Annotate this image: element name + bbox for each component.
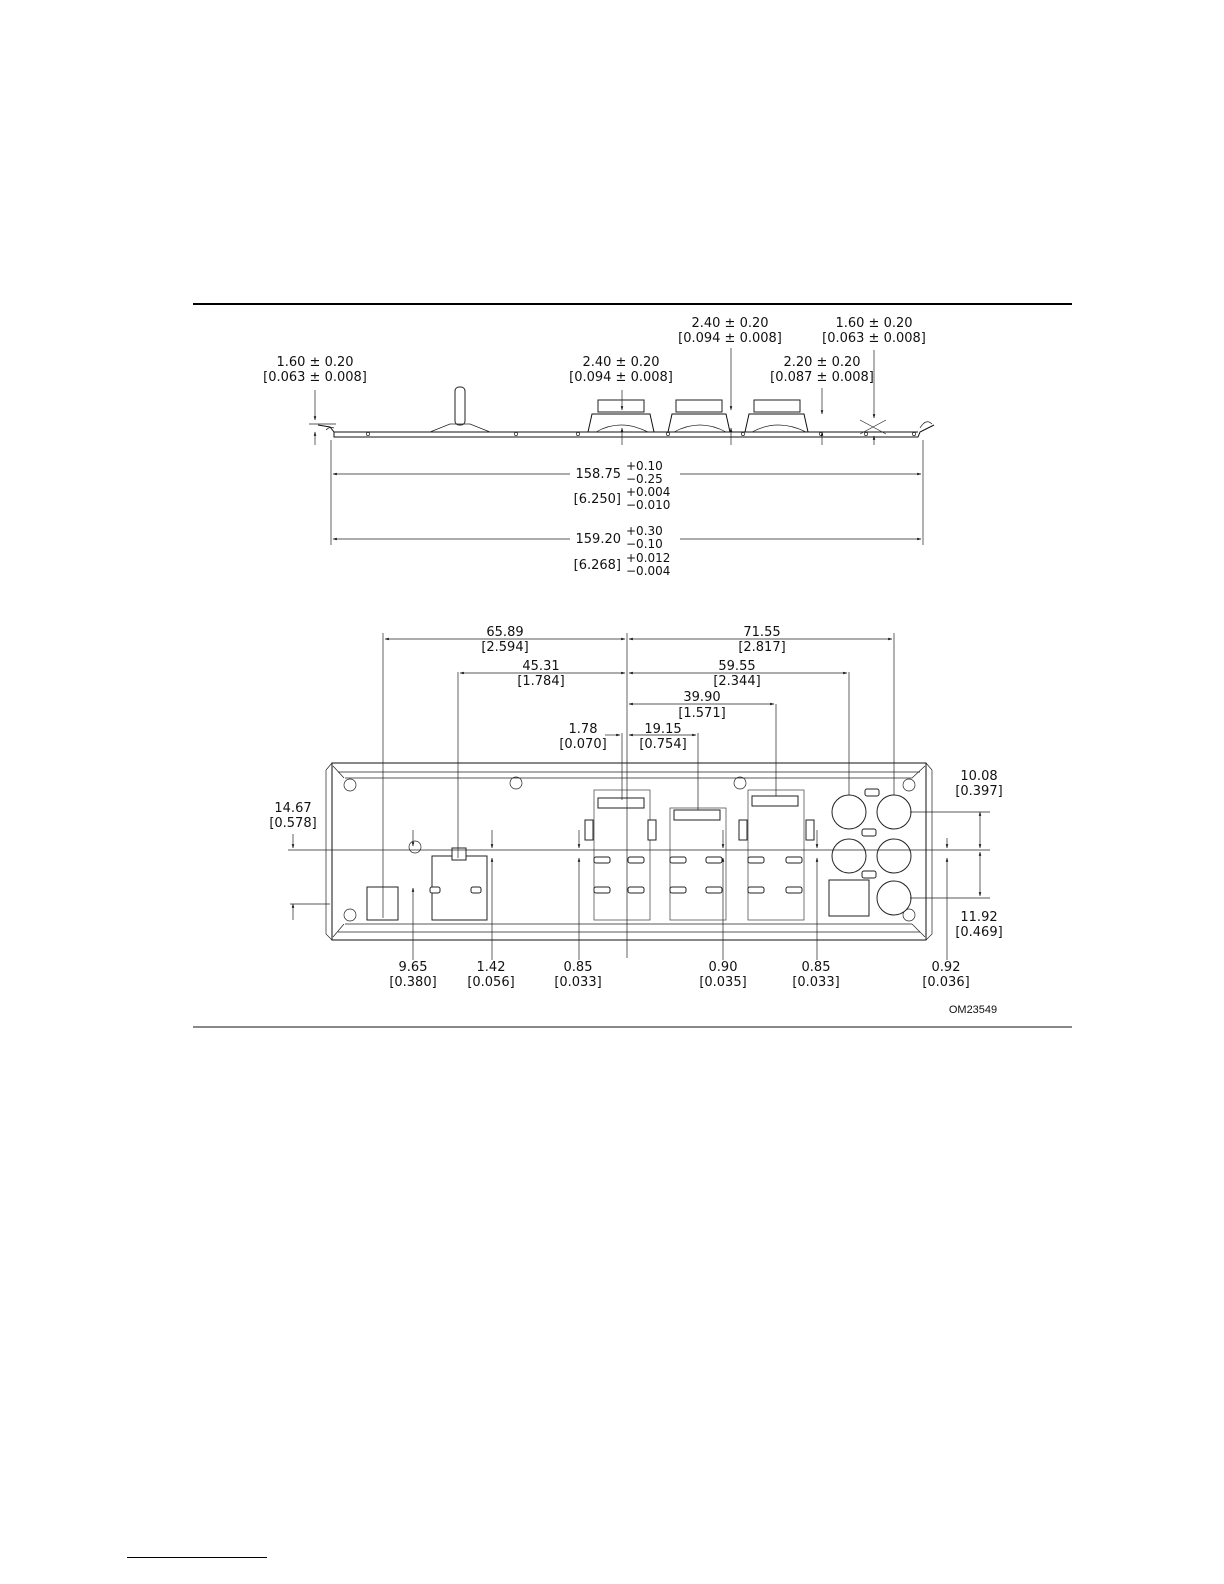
d-0-92-inch: [0.036] bbox=[922, 975, 969, 990]
front-view: 65.89 [2.594] 71.55 [2.817] 45.31 [1.784… bbox=[269, 625, 1002, 1016]
ps2-cutout bbox=[366, 886, 399, 921]
width-1-inch-tol-minus: −0.010 bbox=[626, 498, 670, 512]
standoff-post bbox=[454, 386, 466, 426]
d-65-89-mm: 65.89 bbox=[486, 625, 523, 640]
d-71-55-mm: 71.55 bbox=[743, 625, 780, 640]
width-2-inch-tol-minus: −0.004 bbox=[626, 564, 670, 578]
d-19-15-inch: [0.754] bbox=[639, 737, 686, 752]
width-1-mm-tol-minus: −0.25 bbox=[626, 472, 663, 486]
d-14-67-inch: [0.578] bbox=[269, 816, 316, 831]
side-connector-b bbox=[667, 399, 731, 433]
d-10-08-inch: [0.397] bbox=[955, 784, 1002, 799]
d-45-31-mm: 45.31 bbox=[522, 659, 559, 674]
width-1-inch: [6.250] bbox=[574, 492, 621, 507]
side-view: 1.60 ± 0.20 [0.063 ± 0.008] 2.40 ± 0.20 … bbox=[263, 316, 935, 578]
side-connector-c bbox=[744, 399, 809, 433]
usb-stack-1 bbox=[584, 789, 657, 921]
right-height-inch: [0.063 ± 0.008] bbox=[822, 331, 926, 346]
d-1-78-inch: [0.070] bbox=[559, 737, 606, 752]
conn-a-height-inch: [0.094 ± 0.008] bbox=[569, 370, 673, 385]
d-0-90-mm: 0.90 bbox=[709, 960, 738, 975]
d-11-92-inch: [0.469] bbox=[955, 925, 1002, 940]
width-1-mm-tol-plus: +0.10 bbox=[626, 459, 663, 473]
d-71-55-inch: [2.817] bbox=[738, 640, 785, 655]
footnote-separator bbox=[127, 1557, 267, 1558]
d-10-08-mm: 10.08 bbox=[960, 769, 997, 784]
width-2-mm-tol-plus: +0.30 bbox=[626, 524, 663, 538]
conn-b-height-mm: 2.40 ± 0.20 bbox=[691, 316, 768, 331]
side-connector-a bbox=[587, 399, 655, 433]
width-2-mm: 159.20 bbox=[576, 532, 622, 547]
width-1-inch-tol-plus: +0.004 bbox=[626, 485, 670, 499]
width-2-inch: [6.268] bbox=[574, 558, 621, 573]
conn-c-height-mm: 2.20 ± 0.20 bbox=[783, 355, 860, 370]
width-2-mm-tol-minus: −0.10 bbox=[626, 537, 663, 551]
d-0-92-mm: 0.92 bbox=[932, 960, 961, 975]
d-0-85-a-inch: [0.033] bbox=[554, 975, 601, 990]
d-39-90-inch: [1.571] bbox=[678, 706, 725, 721]
d-1-42-mm: 1.42 bbox=[477, 960, 506, 975]
d-45-31-inch: [1.784] bbox=[517, 674, 564, 689]
width-1-mm: 158.75 bbox=[576, 467, 622, 482]
d-0-85-b-inch: [0.033] bbox=[792, 975, 839, 990]
left-height-mm: 1.60 ± 0.20 bbox=[276, 355, 353, 370]
d-19-15-mm: 19.15 bbox=[644, 722, 681, 737]
d-14-67-mm: 14.67 bbox=[274, 801, 311, 816]
conn-c-height-inch: [0.087 ± 0.008] bbox=[770, 370, 874, 385]
d-39-90-mm: 39.90 bbox=[683, 690, 720, 705]
d-11-92-mm: 11.92 bbox=[960, 910, 997, 925]
audio-jacks bbox=[828, 788, 912, 917]
right-height-mm: 1.60 ± 0.20 bbox=[835, 316, 912, 331]
d-0-85-b-mm: 0.85 bbox=[802, 960, 831, 975]
left-height-inch: [0.063 ± 0.008] bbox=[263, 370, 367, 385]
figure-id: OM23549 bbox=[949, 1004, 997, 1016]
width-2-inch-tol-plus: +0.012 bbox=[626, 551, 670, 565]
d-59-55-mm: 59.55 bbox=[718, 659, 755, 674]
d-65-89-inch: [2.594] bbox=[481, 640, 528, 655]
d-0-85-a-mm: 0.85 bbox=[564, 960, 593, 975]
d-9-65-inch: [0.380] bbox=[389, 975, 436, 990]
usb-stack-2 bbox=[669, 807, 727, 921]
usb-stack-3 bbox=[738, 789, 815, 921]
d-59-55-inch: [2.344] bbox=[713, 674, 760, 689]
conn-b-height-inch: [0.094 ± 0.008] bbox=[678, 331, 782, 346]
lan-cutout bbox=[429, 847, 488, 921]
conn-a-height-mm: 2.40 ± 0.20 bbox=[582, 355, 659, 370]
d-9-65-mm: 9.65 bbox=[399, 960, 428, 975]
d-1-42-inch: [0.056] bbox=[467, 975, 514, 990]
d-1-78-mm: 1.78 bbox=[569, 722, 598, 737]
d-0-90-inch: [0.035] bbox=[699, 975, 746, 990]
